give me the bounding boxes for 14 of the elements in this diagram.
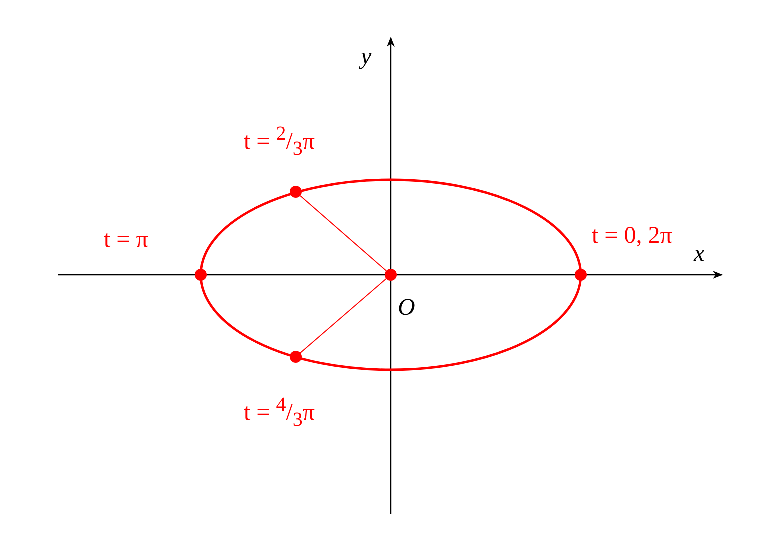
point-marker: [195, 269, 207, 281]
point-label: t = $^{4}$/$_{3}$π: [244, 395, 315, 430]
point-label: t = π: [104, 228, 148, 252]
point-marker: [575, 269, 587, 281]
radius-line: [300, 278, 387, 354]
point-label: O: [398, 296, 416, 320]
point-label: t = 0, 2π: [592, 224, 672, 248]
axis-label: y: [361, 45, 372, 69]
axis-label: x: [694, 242, 705, 266]
point-marker: [385, 269, 397, 281]
point-label: t = $^{2}$/$_{3}$π: [244, 124, 315, 159]
point-marker: [290, 186, 302, 198]
radius-line: [300, 195, 387, 272]
point-marker: [290, 351, 302, 363]
